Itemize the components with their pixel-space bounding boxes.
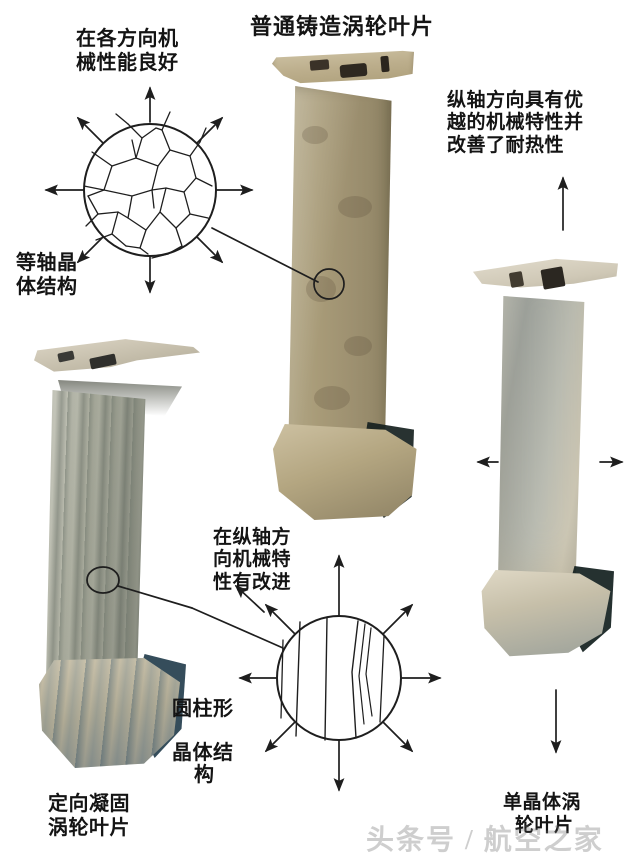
shroud-hole	[508, 270, 525, 289]
page-title-ordinary-cast-blade: 普通铸造涡轮叶片	[250, 14, 435, 39]
label-directionally-solidified-blade: 定向凝固 涡轮叶片	[48, 793, 130, 839]
label-columnar-structure-line1: 圆柱形	[172, 698, 234, 720]
label-single-crystal-line2: 轮叶片	[515, 814, 574, 836]
blade-root	[272, 424, 417, 520]
label-columnar-performance: 在纵轴方 向机械特 性有改进	[213, 527, 292, 593]
label-equiaxed-structure: 等轴晶 体结构	[16, 252, 78, 298]
blade-photo-ordinary-cast	[268, 50, 418, 520]
label-single-crystal-blade: 单晶体涡 轮叶片	[503, 770, 581, 860]
blade-root	[39, 658, 180, 768]
shroud-hole	[309, 59, 330, 71]
equiaxed-grain-circle	[83, 111, 217, 259]
label-single-crystal-line1: 单晶体涡	[503, 792, 582, 814]
label-columnar-structure: 圆柱形 晶体结 构	[172, 676, 234, 808]
label-equiaxed-performance: 在各方向机 械性能良好	[76, 28, 179, 74]
blade-airfoil	[46, 390, 146, 690]
shroud-hole	[540, 266, 566, 290]
blade-photo-directionally-solidified	[34, 338, 204, 778]
label-columnar-structure-line2: 晶体结	[172, 742, 234, 764]
columnar-grain-circle	[276, 615, 402, 741]
blade-photo-single-crystal	[470, 250, 620, 657]
shroud-hole	[380, 55, 390, 73]
blade-airfoil	[288, 86, 392, 456]
watermark: 头条号 / 航空之家	[366, 825, 604, 856]
blade-root	[481, 570, 611, 657]
blade-airfoil	[497, 296, 585, 596]
shroud-hole	[339, 62, 368, 79]
label-axial-performance: 纵轴方向具有优 越的机械特性并 改善了耐热性	[447, 90, 584, 156]
label-columnar-structure-line3: 构	[194, 764, 215, 786]
